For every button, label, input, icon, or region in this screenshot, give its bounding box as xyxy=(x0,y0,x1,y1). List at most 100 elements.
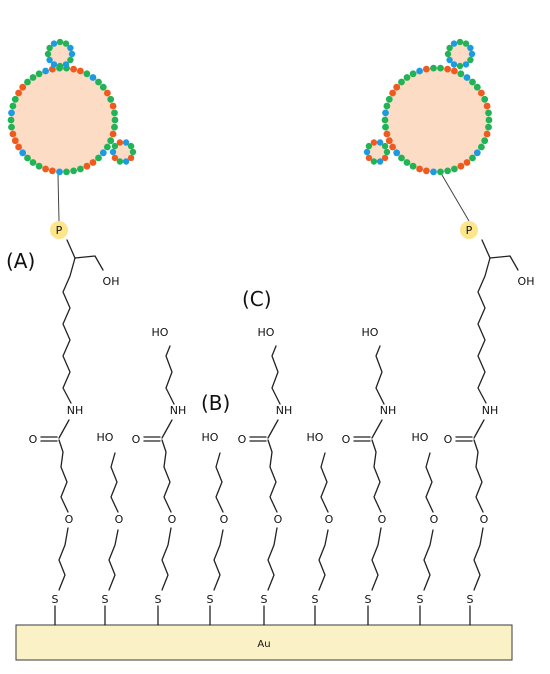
nucleotide-bead xyxy=(473,83,481,91)
nucleotide-bead xyxy=(382,109,389,117)
nucleotide-bead xyxy=(383,102,391,110)
nucleotide-bead xyxy=(62,61,70,68)
nucleotide-bead xyxy=(42,67,49,75)
nucleotide-bead xyxy=(62,40,70,47)
amide-bond xyxy=(371,419,383,439)
nucleotide-bead xyxy=(83,70,91,78)
hydroxyl-group: HO xyxy=(412,431,429,444)
nucleotide-bead xyxy=(481,95,489,103)
aptamer-loop xyxy=(385,68,489,172)
aptamer-stem xyxy=(57,174,60,222)
amide-nh-group: NH xyxy=(170,404,187,417)
nucleotide-bead xyxy=(450,40,458,47)
nucleotide-bead xyxy=(77,165,84,173)
nucleotide-bead xyxy=(450,61,458,68)
ethylene-bond xyxy=(425,452,434,513)
nucleotide-bead xyxy=(376,139,384,146)
hydroxymethyl-bond xyxy=(74,255,104,271)
ether-oxygen-atom: O xyxy=(378,513,387,526)
nucleotide-bead xyxy=(385,137,393,145)
ethylene-bond xyxy=(473,527,484,591)
nucleotide-bead xyxy=(77,67,84,75)
sulfur-atom: S xyxy=(312,593,319,606)
nucleotide-bead xyxy=(370,158,378,165)
phosphate-bond xyxy=(481,239,491,259)
nucleotide-bead xyxy=(444,50,452,58)
ethylene-bond xyxy=(161,527,172,591)
ethyl-bond xyxy=(375,345,385,405)
nucleotide-bead xyxy=(469,78,476,86)
propanoyl-bond xyxy=(267,439,278,513)
nucleotide-bead xyxy=(389,89,396,97)
nucleotide-bead xyxy=(89,74,97,81)
nucleotide-bead xyxy=(446,44,453,52)
carbonyl-oxygen-atom: O xyxy=(132,433,141,446)
nucleotide-bead xyxy=(50,61,58,68)
nucleotide-bead xyxy=(382,123,389,131)
nucleotide-bead xyxy=(467,44,474,52)
ether-oxygen-atom: O xyxy=(430,513,439,526)
nucleotide-bead xyxy=(463,159,471,166)
nucleotide-bead xyxy=(29,159,37,166)
nucleotide-bead xyxy=(104,89,111,97)
nucleotide-bead xyxy=(370,139,378,146)
nucleotide-bead xyxy=(467,56,474,64)
nucleotide-bead xyxy=(485,116,493,124)
nucleotide-bead xyxy=(8,109,15,117)
nucleotide-bead xyxy=(457,70,465,78)
nucleotide-bead xyxy=(423,65,430,73)
nucleotide-bead xyxy=(104,143,111,151)
ether-oxygen-atom: O xyxy=(220,513,229,526)
nucleotide-bead xyxy=(393,149,401,157)
nucleotide-bead xyxy=(24,154,31,162)
nucleotide-bead xyxy=(9,130,17,138)
substrate-label: Au xyxy=(257,639,270,650)
nucleotide-bead xyxy=(15,89,22,97)
aptamer-structure: P xyxy=(7,38,137,239)
nucleotide-bead xyxy=(109,130,117,138)
aptamer-structure: P xyxy=(363,38,493,239)
hydroxyl-group: HO xyxy=(152,326,169,339)
nucleotide-bead xyxy=(24,78,31,86)
nucleotide-bead xyxy=(122,158,130,165)
gold-substrate xyxy=(15,624,513,661)
sulfur-atom: S xyxy=(467,593,474,606)
nucleotide-bead xyxy=(444,167,451,175)
ethylene-bond xyxy=(267,527,278,591)
nucleotide-bead xyxy=(444,65,451,73)
amide-bond xyxy=(161,419,173,439)
amide-nh-group: NH xyxy=(67,404,84,417)
nucleotide-bead xyxy=(63,168,70,176)
nucleotide-bead xyxy=(365,154,373,162)
aptamer-hairpin-loop xyxy=(367,142,387,162)
phosphate-bond xyxy=(66,239,76,259)
hydroxymethyl-bond xyxy=(489,255,519,271)
hydroxyl-group: HO xyxy=(258,326,275,339)
amide-nh-group: NH xyxy=(276,404,293,417)
nucleotide-bead xyxy=(56,62,64,70)
ethyl-bond xyxy=(271,345,281,405)
carbonyl-oxygen-atom: O xyxy=(444,433,453,446)
nucleotide-bead xyxy=(437,168,444,176)
nucleotide-bead xyxy=(70,65,77,73)
nucleotide-bead xyxy=(483,130,491,138)
aptamer-loop xyxy=(11,68,115,172)
hydroxyl-group: HO xyxy=(202,431,219,444)
sulfur-atom: S xyxy=(102,593,109,606)
nucleotide-bead xyxy=(456,62,464,70)
nucleotide-bead xyxy=(95,154,102,162)
nucleotide-bead xyxy=(403,74,411,81)
nucleotide-bead xyxy=(50,40,58,47)
amide-nh-group: NH xyxy=(482,404,499,417)
phosphate-label: P xyxy=(56,224,63,237)
nucleotide-bead xyxy=(109,102,117,110)
nucleotide-bead xyxy=(7,116,15,124)
